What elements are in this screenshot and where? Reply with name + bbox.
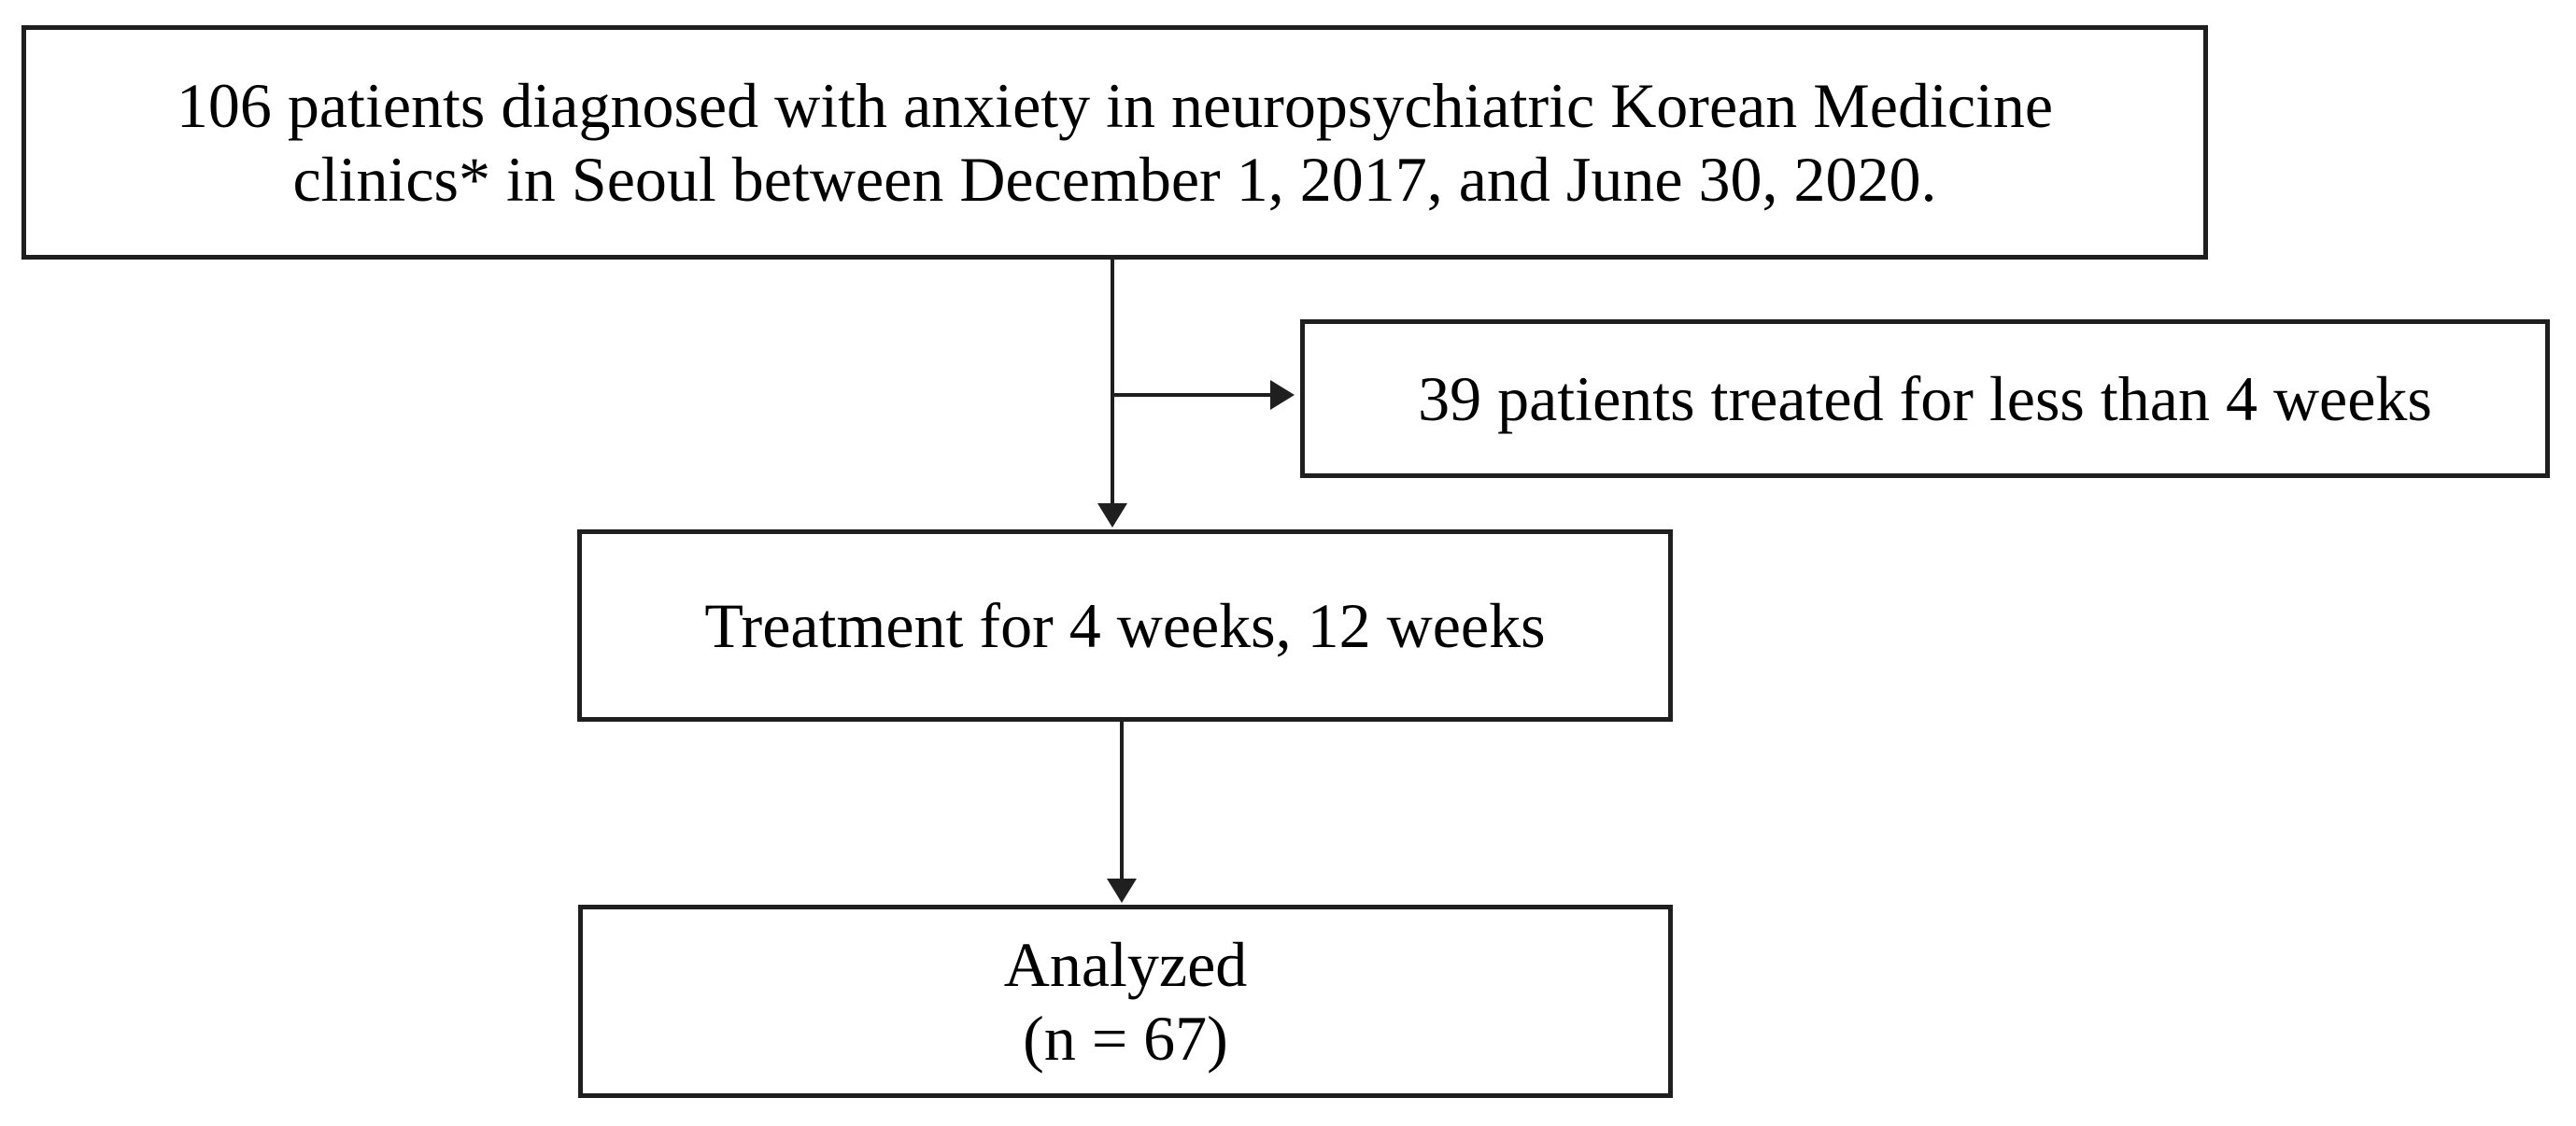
- connector-branch-to-excluded: [1112, 393, 1272, 397]
- flow-box-treatment: Treatment for 4 weeks, 12 weeks: [577, 529, 1673, 722]
- flow-box-enrollment: 106 patients diagnosed with anxiety in n…: [21, 25, 2208, 260]
- enrollment-text-line-1: 106 patients diagnosed with anxiety in n…: [176, 69, 2054, 141]
- enrollment-text-line-2: clinics* in Seoul between December 1, 20…: [292, 143, 1937, 215]
- analyzed-text-line-2: (n = 67): [1023, 1002, 1228, 1074]
- connector-enrollment-to-treatment: [1111, 260, 1114, 505]
- arrow-right-icon: [1270, 380, 1295, 410]
- treatment-text: Treatment for 4 weeks, 12 weeks: [704, 589, 1546, 661]
- flow-box-analyzed: Analyzed (n = 67): [578, 905, 1673, 1098]
- excluded-text: 39 patients treated for less than 4 week…: [1418, 362, 2432, 434]
- arrow-down-icon: [1097, 503, 1127, 528]
- flow-box-excluded: 39 patients treated for less than 4 week…: [1300, 319, 2550, 478]
- arrow-down-icon: [1107, 879, 1137, 903]
- analyzed-text-line-1: Analyzed: [1003, 928, 1248, 1000]
- connector-treatment-to-analyzed: [1120, 722, 1124, 880]
